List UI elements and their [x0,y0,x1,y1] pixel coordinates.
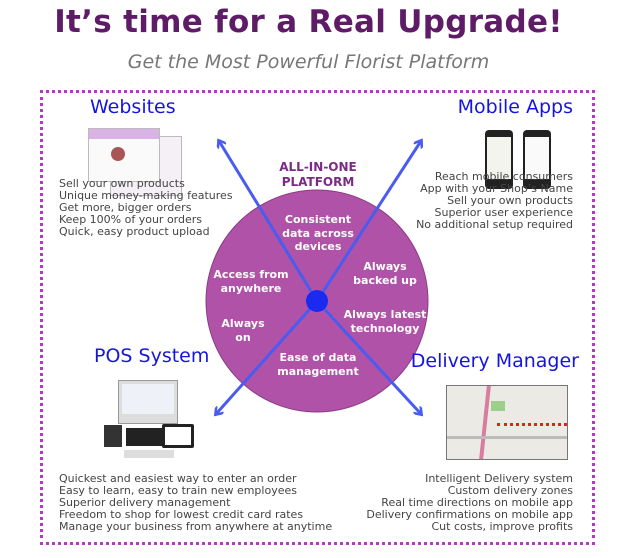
benefit-line: Always latest [343,308,427,321]
benefit-latest-technology: Always latest technology [335,308,435,335]
feature-item: Unique money-making features [59,188,233,202]
arrow-delivery [315,299,421,414]
benefit-line: management [277,364,359,378]
benefit-backed-up: Always backed up [340,260,430,287]
feature-item: Custom delivery zones [447,483,573,497]
feature-item: App with your Shop’s Name [420,181,573,195]
mobile-apps-heading: Mobile Apps [457,96,573,118]
benefit-line: Always [363,260,407,273]
feature-item: Sell your own products [59,177,185,190]
pos-system-features: Quickest and easiest way to enter an ord… [59,473,332,533]
arrow-pos [216,300,319,414]
feature-item: Real time directions on mobile app [381,495,573,509]
benefit-line: Consistent [284,213,352,226]
mobile-apps-phones-image [484,130,554,190]
feature-item: Sell your own products [447,193,573,207]
platform-label-line: ALL-IN-ONE [279,160,357,174]
feature-item: Get more, bigger orders [59,200,192,214]
benefit-line: backed up [353,273,417,287]
benefit-line: data across [282,226,354,240]
pos-system-hardware-image [104,380,204,462]
feature-item: Intelligent Delivery system [425,472,573,485]
feature-item: Reach mobile consumers [434,170,573,183]
center-dot [306,290,328,312]
feature-item: Manage your business from anywhere at an… [59,519,333,533]
feature-item: Delivery confirmations on mobile app [366,507,573,521]
arrow-mobile [315,141,421,302]
benefit-ease-of-data: Ease of data management [263,351,373,378]
benefit-line: devices [294,240,342,253]
benefit-line: anywhere [220,281,282,295]
arrow-websites [219,141,319,302]
websites-screenshot-image [88,128,183,196]
benefit-access-anywhere: Access from anywhere [206,268,296,295]
feature-item: Keep 100% of your orders [59,212,203,226]
feature-item: No additional setup required [416,217,573,231]
benefit-line: technology [350,321,420,335]
benefit-line: Access from [213,268,289,281]
mobile-apps-features: Reach mobile consumers App with your Sho… [416,171,573,231]
pos-system-heading: POS System [94,345,210,367]
page-subtitle: Get the Most Powerful Florist Platform [127,51,490,73]
feature-item: Quick, easy product upload [59,224,210,238]
feature-item: Freedom to shop for lowest credit card r… [59,507,304,521]
benefit-line: Ease of data [279,351,357,364]
websites-features: Sell your own products Unique money-maki… [59,178,233,238]
feature-item: Quickest and easiest way to enter an ord… [59,472,297,485]
content-frame [40,90,595,545]
delivery-manager-heading: Delivery Manager [410,350,579,372]
benefit-line: on [235,330,251,344]
benefit-consistent-data: Consistent data across devices [258,213,378,254]
platform-label-line: PLATFORM [281,175,355,189]
platform-label: ALL-IN-ONE PLATFORM [250,160,386,190]
page-title: It’s time for a Real Upgrade! [54,4,563,40]
websites-heading: Websites [90,96,176,118]
feature-item: Superior user experience [434,205,574,219]
benefit-always-on: Always on [208,317,278,344]
delivery-map-image [446,385,568,460]
feature-item: Cut costs, improve profits [431,519,573,533]
feature-item: Easy to learn, easy to train new employe… [59,483,297,497]
feature-item: Superior delivery management [59,495,231,509]
delivery-manager-features: Intelligent Delivery system Custom deliv… [366,473,573,533]
benefit-line: Always [221,317,265,330]
